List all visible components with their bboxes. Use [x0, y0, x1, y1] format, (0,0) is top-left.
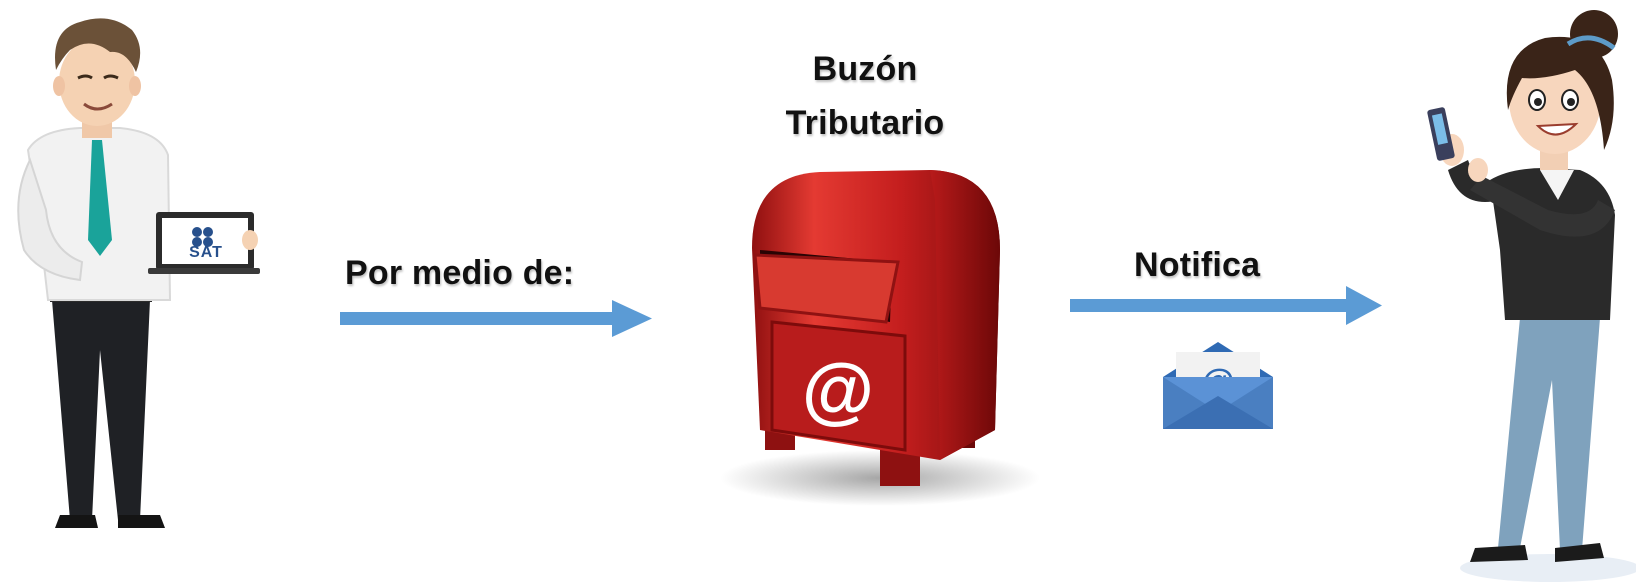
arrow-to-mailbox	[340, 300, 652, 337]
laptop-sat-logo-text: SAT	[189, 244, 223, 261]
envelope-icon: @	[1163, 342, 1273, 429]
laptop-icon	[148, 212, 260, 274]
mailbox-title-line1: Buzón	[812, 50, 918, 88]
label-por-medio-de: Por medio de:	[345, 254, 575, 292]
label-notifica: Notifica	[1134, 246, 1261, 284]
arrow-to-recipient	[1070, 286, 1382, 325]
mailbox-title: Buzón Tributario	[740, 42, 990, 150]
mailbox-title-line2: Tributario	[785, 104, 945, 142]
mailbox-icon: @	[720, 170, 1040, 506]
man-with-laptop-illustration	[17, 18, 260, 528]
woman-with-phone-illustration	[1427, 10, 1636, 582]
mailbox-at-symbol: @	[802, 348, 874, 431]
